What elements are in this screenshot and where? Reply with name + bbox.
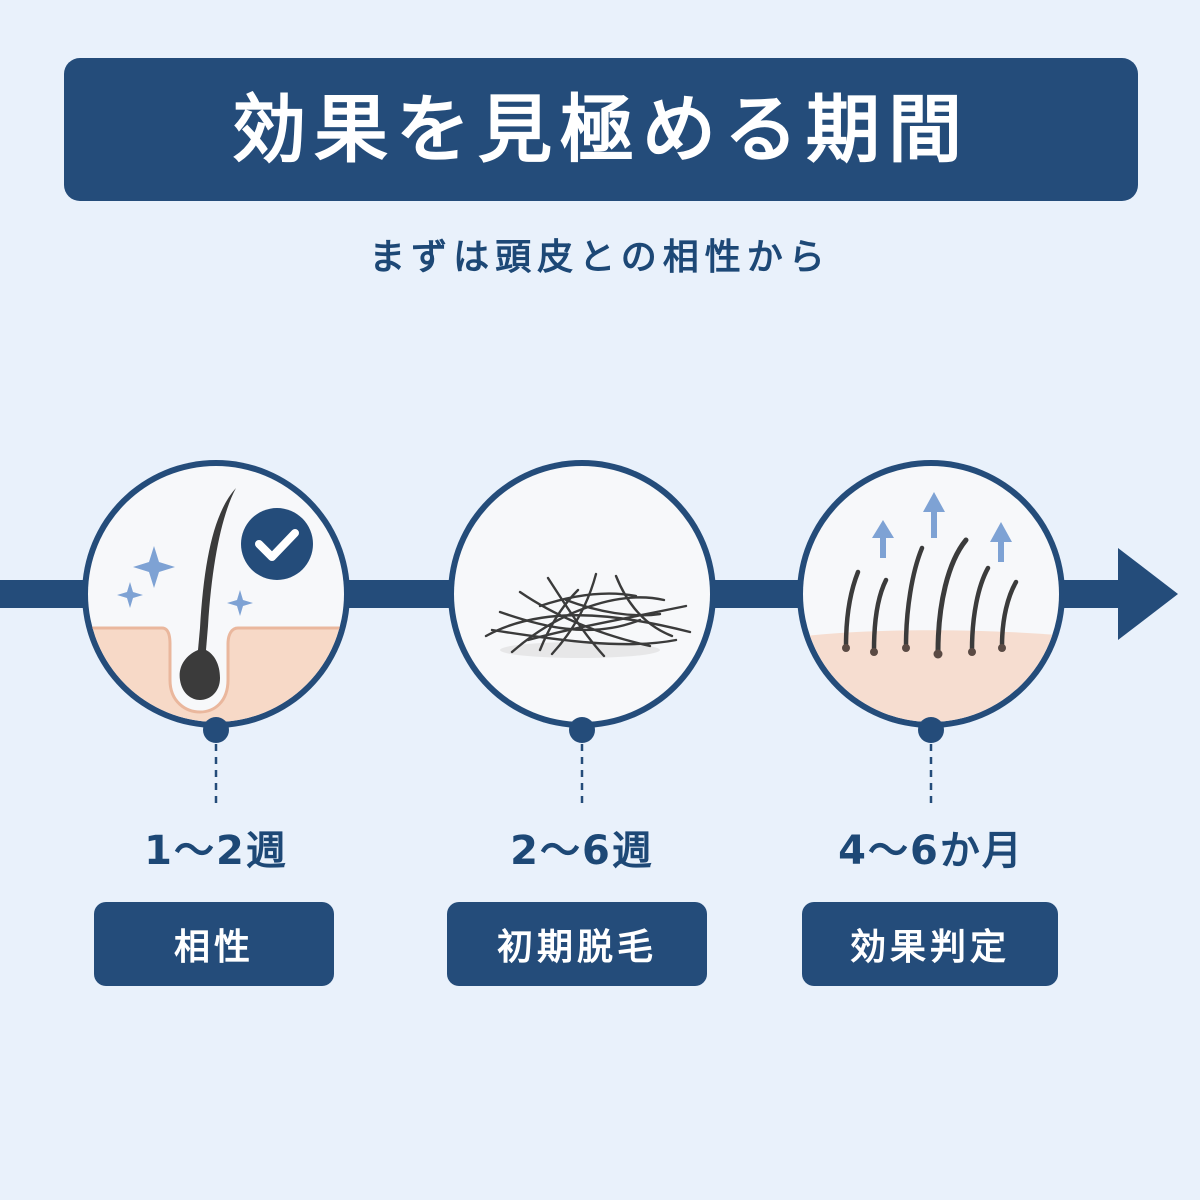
stage-label-2: 初期脱毛 <box>496 927 657 968</box>
stage-3-illustration <box>797 460 1065 728</box>
up-arrow-icon <box>923 492 945 538</box>
timeline-node-1 <box>203 717 229 743</box>
stage-label-3: 効果判定 <box>849 927 1010 968</box>
sparkle-icon <box>117 582 143 608</box>
shed-hair-pile-icon <box>484 572 692 658</box>
stage-badge-1: 相性 <box>94 902 334 986</box>
subtitle: まずは頭皮との相性から <box>369 237 831 278</box>
stage-badge-3: 効果判定 <box>802 902 1058 986</box>
stage-2-illustration <box>448 460 716 728</box>
sparkle-icon <box>133 546 175 588</box>
stage-badge-2: 初期脱毛 <box>447 902 707 986</box>
period-label-2: 2〜6週 <box>510 828 654 874</box>
timeline-node-3 <box>918 717 944 743</box>
timeline-node-2 <box>569 717 595 743</box>
timeline-arrowhead-icon <box>1118 548 1178 640</box>
growing-hair-icon <box>843 537 1019 655</box>
check-badge-icon <box>241 508 313 580</box>
title-banner: 効果を見極める期間 <box>64 58 1138 201</box>
stage-1-illustration <box>82 460 350 728</box>
sparkle-icon <box>227 590 253 616</box>
stage-label-1: 相性 <box>173 927 254 968</box>
period-label-3: 4〜6か月 <box>838 828 1024 874</box>
period-label-1: 1〜2週 <box>144 828 288 874</box>
up-arrow-icon <box>990 522 1012 562</box>
up-arrow-icon <box>872 520 894 558</box>
page-title: 効果を見極める期間 <box>232 86 970 173</box>
hair-strand-icon <box>179 488 236 700</box>
